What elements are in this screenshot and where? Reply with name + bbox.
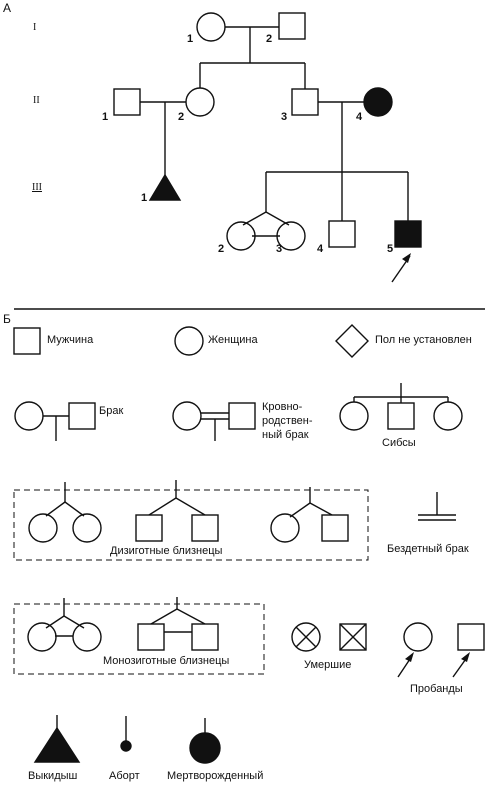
legend-label-marriage: Брак [99,405,124,417]
section-b-label: Б [3,312,11,326]
number-II2: 2 [178,111,185,123]
individual-III3-female [276,221,306,251]
mz1-female-right [72,622,102,652]
legend-unknown-sex-symbol [335,324,369,358]
legend-sibs-male [387,402,415,430]
section-a-label: А [3,1,12,15]
legend-label-female: Женщина [208,334,258,346]
dz3-branch-left [289,502,311,518]
legend-proband-female [403,622,433,652]
legend-label-monozygotic: Монозиготные близнецы [103,655,230,667]
generation-label-III: III [32,182,42,193]
legend-label-male: Мужчина [47,334,94,346]
legend-label-consanguineous-3: ный брак [262,429,309,441]
generation-label-I: I [33,22,37,33]
mz2-branch-right [176,608,206,625]
legend-marriage-female [14,401,44,431]
individual-III5-male-proband [394,220,422,248]
dz2-male-right [191,514,219,542]
legend-stillborn-symbol [189,732,221,764]
legend-label-deceased: Умершие [304,659,352,671]
legend-sibs-female-right [433,401,463,431]
legend-miscarriage-symbol [33,726,81,763]
legend-male-symbol [13,327,41,355]
legend-label-abortion: Аборт [109,770,140,782]
individual-II1-male [113,88,141,116]
legend-marriage-male [68,402,96,430]
mz1-female-left [27,622,57,652]
dz3-female [270,513,300,543]
individual-I1-female [196,12,226,42]
number-II4: 4 [356,111,363,123]
proband-arrow-head [402,253,411,263]
legend-proband-female-arrowhead [405,652,414,662]
number-III2: 2 [218,243,225,255]
legend-label-childless: Бездетный брак [387,543,469,555]
dz3-branch-right [309,502,333,516]
legend-label-dizygotic: Дизиготные близнецы [110,545,223,557]
legend-consanguineous-male [228,402,256,430]
number-II1: 1 [102,111,109,123]
number-I2: 2 [266,33,273,45]
legend-label-unknown-sex: Пол не установлен [375,334,472,346]
number-III3: 3 [276,243,283,255]
dz2-branch-left [148,497,177,516]
legend-female-symbol [174,326,204,356]
dz1-female-left [28,513,58,543]
legend-label-miscarriage: Выкидыш [28,770,78,782]
legend-abortion-symbol [120,740,132,752]
individual-II2-female [185,87,215,117]
individual-III2-female [226,221,256,251]
dz3-male [321,514,349,542]
number-III5: 5 [387,243,394,255]
mz2-branch-left [150,608,178,625]
number-I1: 1 [187,33,194,45]
individual-III1-miscarriage-affected [148,173,182,201]
individual-II3-male [291,88,319,116]
mz1-branch-left [45,615,65,629]
dz1-female-right [72,513,102,543]
legend-proband-male [457,623,485,651]
legend-sibs-female-left [339,401,369,431]
legend-label-consanguineous-2: родствен- [262,415,313,427]
individual-III4-male [328,220,356,248]
legend-consanguineous-female [172,401,202,431]
legend-label-stillborn: Мертворожденный [167,770,264,782]
legend-deceased-female [291,622,321,652]
individual-I2-male [278,12,306,40]
dz2-branch-right [175,497,206,516]
legend-label-consanguineous-1: Кровно- [262,401,303,413]
number-II3: 3 [281,111,288,123]
legend-label-probands: Пробанды [410,683,463,695]
dz1-branch-right [64,501,85,517]
number-III1: 1 [141,192,148,204]
mz1-branch-right [63,615,85,629]
dz1-branch-left [45,501,66,517]
mz2-male-left [137,623,165,651]
individual-II4-female-affected [363,87,393,117]
dz2-male-left [135,514,163,542]
legend-monozygotic-frame [13,603,265,675]
mz2-male-right [191,623,219,651]
generation-label-II: II [33,95,40,106]
legend-proband-male-arrowhead [461,652,470,662]
legend-deceased-female-cross-2 [295,626,317,648]
legend-label-sibs: Сибсы [382,437,416,449]
legend-deceased-male [339,623,367,651]
number-III4: 4 [317,243,324,255]
legend-deceased-male-cross-2 [339,623,367,651]
legend-dizygotic-frame [13,489,369,561]
